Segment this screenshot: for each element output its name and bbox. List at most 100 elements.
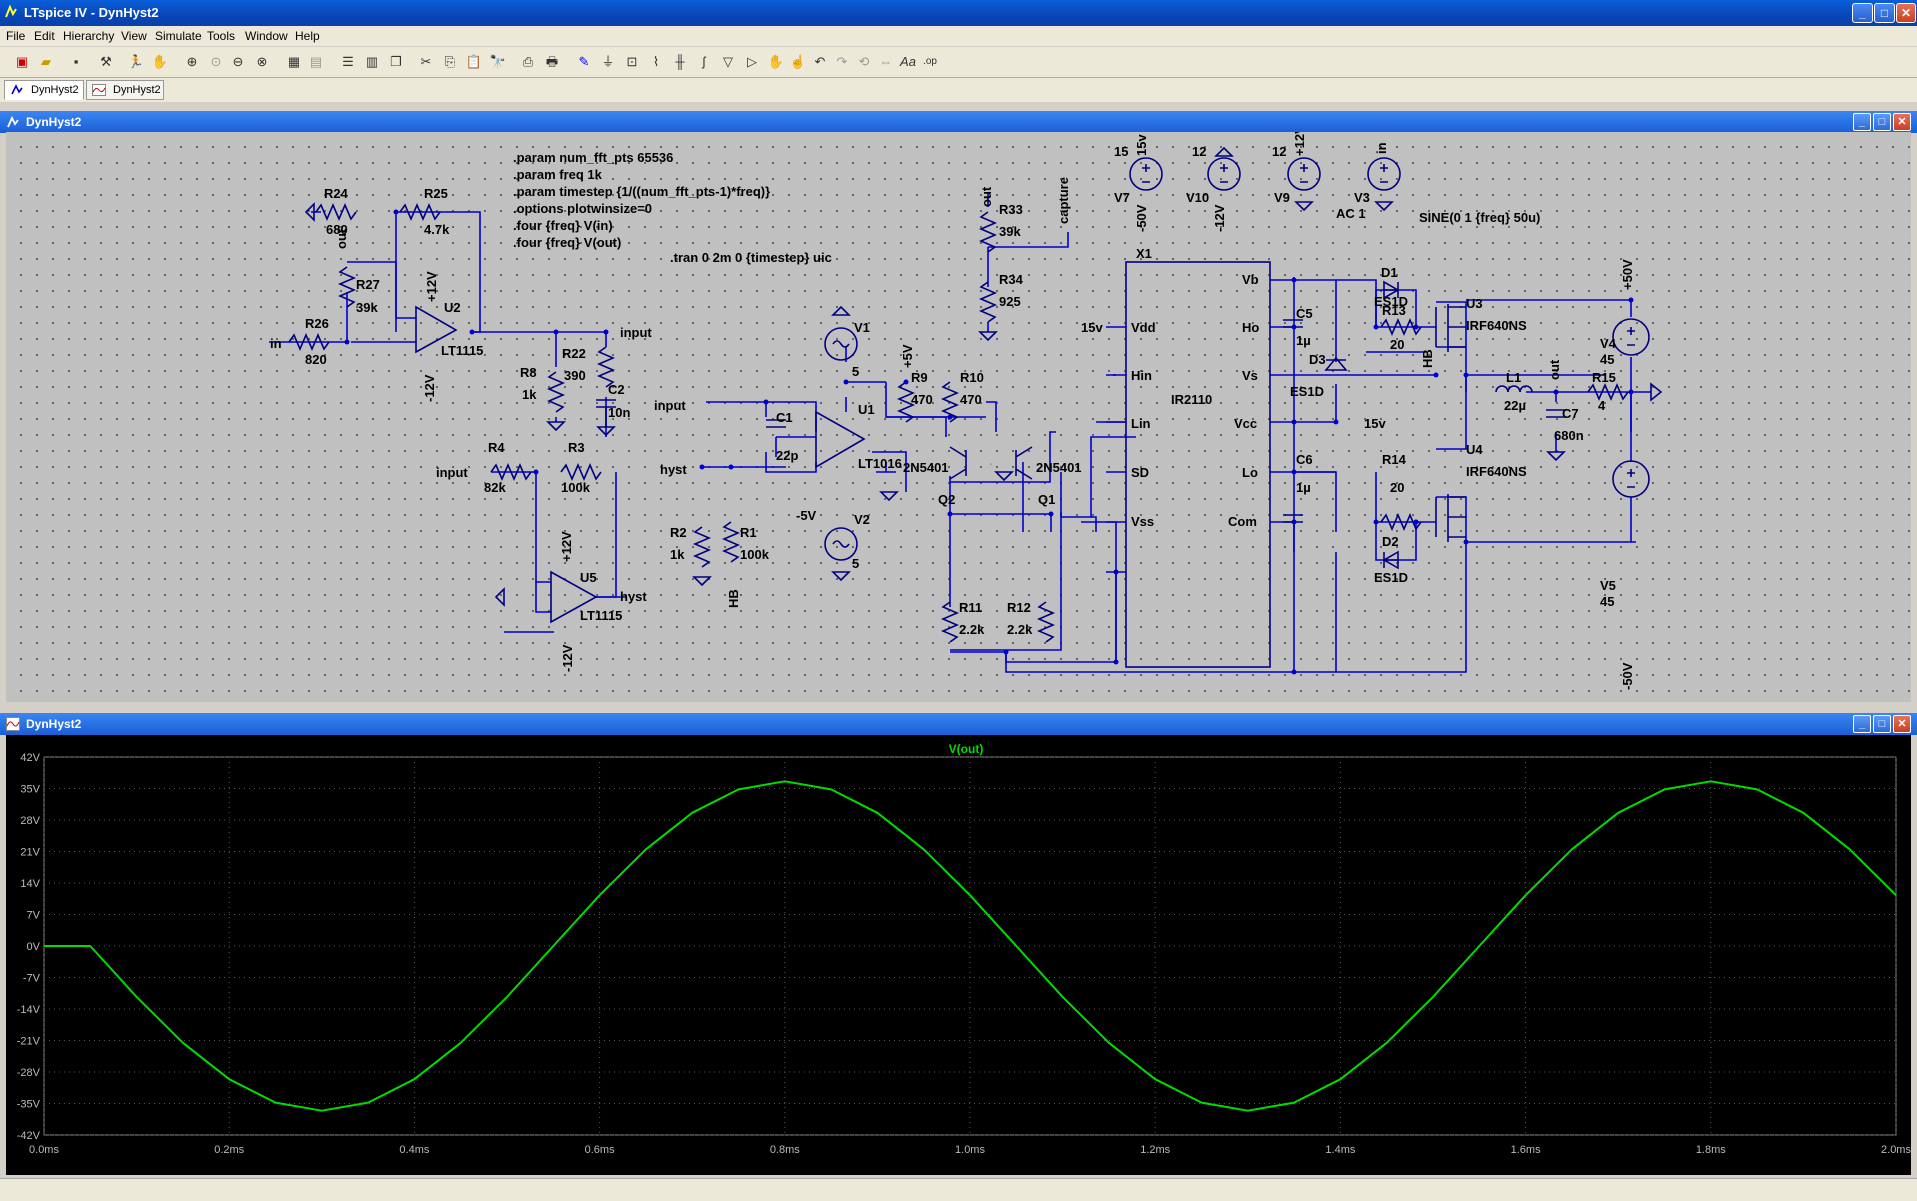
- label: R1: [740, 525, 757, 540]
- label: 2N5401: [903, 460, 949, 475]
- rotate-icon[interactable]: ⟲: [854, 52, 874, 72]
- diode-icon[interactable]: ▽: [718, 52, 738, 72]
- redo-icon[interactable]: ↷: [832, 52, 852, 72]
- label: Vcc: [1234, 416, 1257, 431]
- cut-icon[interactable]: ✂: [416, 52, 436, 72]
- directive-line[interactable]: .options plotwinsize=0: [513, 201, 652, 216]
- drag-hand-icon[interactable]: ☝: [788, 52, 808, 72]
- y-tick-label: 21V: [20, 847, 40, 859]
- tab-waveform[interactable]: DynHyst2: [86, 80, 164, 100]
- menu-window[interactable]: Window: [245, 29, 288, 43]
- minimize-button[interactable]: _: [1852, 3, 1873, 23]
- autorange-icon[interactable]: ▦: [284, 52, 304, 72]
- label: 100k: [561, 480, 591, 495]
- label: Hin: [1131, 368, 1152, 383]
- directive-line[interactable]: .param num_fft_pts 65536: [513, 150, 673, 165]
- resistor-icon[interactable]: ⌇: [646, 52, 666, 72]
- schematic-close-button[interactable]: ✕: [1893, 113, 1911, 131]
- ground-icon[interactable]: ⏚: [598, 52, 618, 72]
- zoom-fit-icon[interactable]: ⊗: [252, 52, 272, 72]
- label: Q2: [938, 492, 955, 507]
- halt-hand-icon[interactable]: ✋: [150, 52, 170, 72]
- waveform-plot[interactable]: V(out) 42V35V28V21V14V7V0V-7V-14V-21V-28…: [6, 735, 1911, 1175]
- zoom-in-icon[interactable]: ⊕: [182, 52, 202, 72]
- schematic-window-title-bar[interactable]: DynHyst2 _ □ ✕: [0, 111, 1917, 133]
- menu-tools[interactable]: Tools: [207, 29, 235, 43]
- close-button[interactable]: ✕: [1896, 3, 1916, 23]
- label: capture: [1056, 177, 1071, 224]
- label: R11: [959, 600, 982, 615]
- control-panel-hammer-icon[interactable]: ⚒: [96, 52, 116, 72]
- maximize-button[interactable]: □: [1874, 3, 1895, 23]
- spice-directives: .param num_fft_pts 65536 .param freq 1k …: [513, 150, 832, 265]
- directive-line[interactable]: .four {freq} V(out): [513, 235, 621, 250]
- waveform-minimize-button[interactable]: _: [1853, 715, 1871, 733]
- schematic-minimize-button[interactable]: _: [1853, 113, 1871, 131]
- menu-hierarchy[interactable]: Hierarchy: [63, 29, 114, 43]
- tile-horizontal-icon[interactable]: ☰: [338, 52, 358, 72]
- waveform-window-title-bar[interactable]: DynHyst2 _ □ ✕: [0, 713, 1917, 735]
- menu-simulate[interactable]: Simulate: [155, 29, 202, 43]
- run-icon[interactable]: 🏃: [126, 52, 146, 72]
- label: 4.7k: [424, 222, 450, 237]
- save-icon[interactable]: ▪: [66, 52, 86, 72]
- label: 2.2k: [959, 622, 985, 637]
- print-icon[interactable]: 🖶: [542, 52, 562, 72]
- x-tick-label: 0.8ms: [770, 1144, 800, 1156]
- directive-line[interactable]: .param timestep {1/((num_fft_pts-1)*freq…: [513, 184, 770, 199]
- label-net-icon[interactable]: ⊡: [622, 52, 642, 72]
- menu-help[interactable]: Help: [295, 29, 320, 43]
- label: L1: [1506, 370, 1521, 385]
- capacitor-icon[interactable]: ╫: [670, 52, 690, 72]
- waveform-window-title: DynHyst2: [26, 717, 81, 731]
- menu-edit[interactable]: Edit: [34, 29, 55, 43]
- spice-directive-icon[interactable]: .op: [920, 52, 940, 72]
- cascade-icon[interactable]: ❐: [386, 52, 406, 72]
- waveform-restore-button[interactable]: □: [1873, 715, 1891, 733]
- label: -5V: [796, 508, 817, 523]
- find-binoculars-icon[interactable]: 🔭: [488, 52, 508, 72]
- directive-line[interactable]: .param freq 1k: [513, 167, 603, 182]
- y-tick-label: 35V: [20, 784, 40, 796]
- label: R14: [1382, 452, 1407, 467]
- label: V9: [1274, 190, 1290, 205]
- tile-vertical-icon[interactable]: ▥: [362, 52, 382, 72]
- label: D2: [1382, 534, 1399, 549]
- copy-icon[interactable]: ⎘: [440, 52, 460, 72]
- menu-view[interactable]: View: [121, 29, 147, 43]
- mirror-icon[interactable]: ⇔: [876, 52, 896, 72]
- trace-label[interactable]: V(out): [949, 742, 984, 756]
- label: R12: [1007, 600, 1031, 615]
- label: 4: [1598, 398, 1606, 413]
- move-hand-icon[interactable]: ✋: [766, 52, 786, 72]
- label: -12V: [422, 374, 437, 402]
- fft-icon[interactable]: ▤: [306, 52, 326, 72]
- directive-line[interactable]: .tran 0 2m 0 {timestep} uic: [670, 250, 832, 265]
- undo-icon[interactable]: ↶: [810, 52, 830, 72]
- open-folder-icon[interactable]: ▰: [36, 52, 56, 72]
- zoom-out-icon[interactable]: ⊖: [228, 52, 248, 72]
- waveform-close-button[interactable]: ✕: [1893, 715, 1911, 733]
- directive-line[interactable]: .four {freq} V(in): [513, 218, 613, 233]
- paste-icon[interactable]: 📋: [464, 52, 484, 72]
- text-icon[interactable]: Aa: [898, 52, 918, 72]
- junction-dots: [345, 210, 1634, 675]
- label: 2.2k: [1007, 622, 1033, 637]
- component-labels: R24 680 R25 4.7k out R27 39k +12V U2 LT1…: [270, 132, 1635, 690]
- app-title-bar[interactable]: LTspice IV - DynHyst2 _ □ ✕: [0, 0, 1917, 26]
- y-tick-label: -7V: [23, 973, 41, 985]
- label: IR2110: [1171, 392, 1212, 407]
- label: V7: [1114, 190, 1130, 205]
- label: R4: [488, 440, 505, 455]
- print-setup-icon[interactable]: ⎙: [518, 52, 538, 72]
- schematic-canvas[interactable]: .param num_fft_pts 65536 .param freq 1k …: [6, 132, 1911, 702]
- inductor-icon[interactable]: ʃ: [694, 52, 714, 72]
- draw-wire-icon[interactable]: ✎: [574, 52, 594, 72]
- new-schematic-icon[interactable]: ▣: [12, 52, 32, 72]
- tab-schematic[interactable]: DynHyst2: [4, 80, 84, 100]
- component-icon[interactable]: ▷: [742, 52, 762, 72]
- menu-file[interactable]: File: [6, 29, 25, 43]
- pan-icon[interactable]: ⊙: [206, 52, 226, 72]
- schematic-restore-button[interactable]: □: [1873, 113, 1891, 131]
